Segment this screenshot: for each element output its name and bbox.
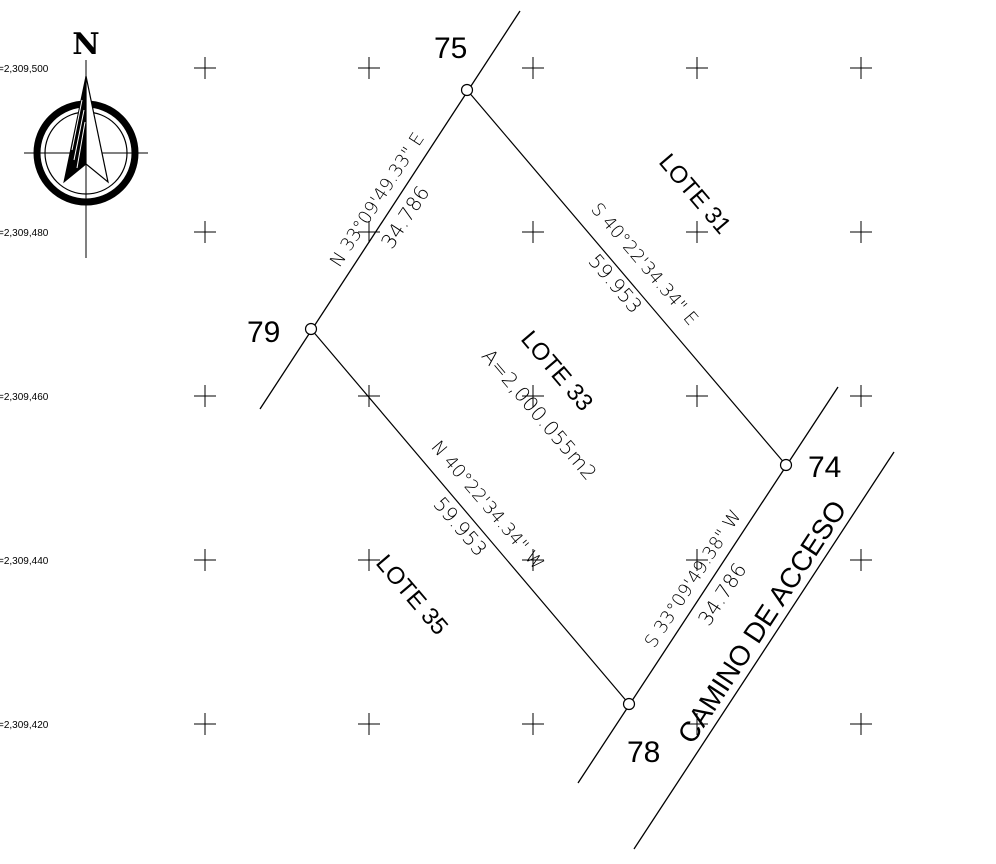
grid-cross [522, 713, 544, 735]
north-letter: N [72, 27, 99, 62]
vertex-label-78: 78 [627, 736, 660, 769]
grid-cross [522, 385, 544, 407]
grid-cross [686, 549, 708, 571]
grid-cross [194, 385, 216, 407]
northing-labels: =2,309,500 =2,309,480 =2,309,460 =2,309,… [0, 64, 49, 731]
road-edge-line [578, 387, 838, 783]
vertex-marker-78 [624, 699, 635, 710]
vertex-marker-79 [306, 324, 317, 335]
grid-cross [522, 549, 544, 571]
road-edge-line [634, 452, 894, 849]
grid-cross [686, 57, 708, 79]
grid-cross [358, 713, 380, 735]
vertex-label-79: 79 [247, 316, 280, 349]
northing-label: =2,309,500 [0, 64, 49, 75]
grid-cross [358, 385, 380, 407]
coordinate-grid [194, 57, 872, 735]
grid-cross [850, 221, 872, 243]
grid-cross [194, 713, 216, 735]
grid-cross [194, 549, 216, 571]
grid-cross [686, 385, 708, 407]
grid-cross [358, 57, 380, 79]
grid-cross [850, 713, 872, 735]
northing-label: =2,309,420 [0, 720, 49, 731]
vertex-marker-75 [462, 85, 473, 96]
lot-label-31: LOTE 31 [653, 149, 736, 240]
boundary-line-79-75 [260, 11, 520, 409]
grid-cross [194, 221, 216, 243]
lot-label-35: LOTE 35 [370, 550, 453, 641]
northing-label: =2,309,460 [0, 392, 49, 403]
boundary-line-75-74 [467, 90, 786, 465]
grid-cross [850, 385, 872, 407]
northing-label: =2,309,440 [0, 556, 49, 567]
boundary-line-79-78 [311, 329, 629, 704]
vertex-label-75: 75 [434, 32, 467, 65]
grid-cross [850, 549, 872, 571]
grid-cross [522, 221, 544, 243]
grid-cross [686, 221, 708, 243]
north-arrow-icon: N [24, 27, 148, 258]
northing-label: =2,309,480 [0, 228, 49, 239]
grid-cross [358, 549, 380, 571]
grid-cross [850, 57, 872, 79]
grid-cross [194, 57, 216, 79]
grid-cross [522, 57, 544, 79]
vertex-label-74: 74 [808, 451, 841, 484]
grid-cross [686, 713, 708, 735]
vertex-marker-74 [781, 460, 792, 471]
